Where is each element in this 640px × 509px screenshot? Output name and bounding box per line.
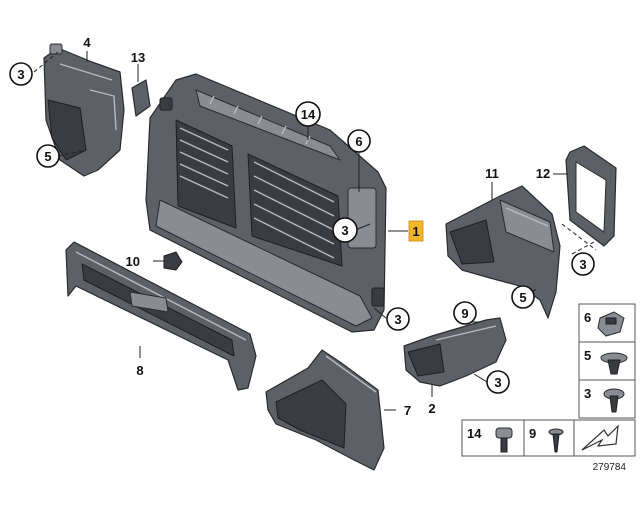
callout-5-left: 5 [36, 144, 60, 168]
callout-12: 12 [536, 166, 550, 181]
part-13-clip [131, 79, 151, 117]
part-10-bracket [163, 251, 183, 271]
callout-13: 13 [131, 50, 145, 65]
svg-text:9: 9 [529, 426, 536, 441]
callout-4: 4 [83, 35, 91, 50]
legend-item-6: 6 [578, 303, 636, 343]
callout-3-side-guide: 3 [486, 370, 510, 394]
legend-item-3: 3 [578, 379, 636, 419]
callout-1-highlighted: 1 [408, 220, 424, 242]
callout-3-right: 3 [571, 252, 595, 276]
direction-arrow-icon [581, 424, 619, 451]
callout-5-right: 5 [511, 285, 535, 309]
diagram-number: 279784 [593, 462, 627, 473]
callout-label: 3 [341, 223, 348, 238]
callout-label: 1 [412, 224, 419, 239]
callout-3-top-left: 3 [9, 62, 33, 86]
svg-text:6: 6 [584, 310, 591, 325]
callout-3-lower-frame: 3 [386, 307, 410, 331]
legend-item-9: 9 [523, 419, 575, 457]
callout-label: 5 [519, 290, 526, 305]
part-7-lower-duct [265, 349, 385, 471]
callout-label: 3 [579, 257, 586, 272]
part-11-right-duct [445, 185, 561, 319]
part-8-cross-member [65, 241, 257, 391]
svg-text:5: 5 [584, 348, 591, 363]
callout-6: 6 [347, 129, 371, 153]
svg-text:3: 3 [584, 386, 591, 401]
callout-label: 5 [44, 149, 51, 164]
callout-14: 14 [295, 101, 321, 127]
callout-label: 6 [355, 134, 362, 149]
part-1-frame [145, 73, 387, 333]
part-2-side-guide [403, 317, 507, 387]
callout-2: 2 [428, 401, 435, 416]
callout-9: 9 [453, 301, 477, 325]
callout-10: 10 [126, 254, 140, 269]
callout-label: 3 [494, 375, 501, 390]
callout-3-frame: 3 [332, 217, 358, 243]
part-4-air-duct [43, 43, 125, 177]
callout-7: 7 [404, 403, 411, 418]
callout-label: 3 [394, 312, 401, 327]
callout-8: 8 [136, 363, 143, 378]
legend-item-14: 14 [461, 419, 525, 457]
svg-text:14: 14 [467, 426, 482, 441]
callout-label: 14 [301, 107, 316, 122]
legend-item-5: 5 [578, 341, 636, 381]
part-12-seal-frame [565, 145, 617, 247]
callout-label: 9 [461, 306, 468, 321]
bolt-icon [495, 427, 513, 439]
callout-label: 3 [17, 67, 24, 82]
legend-item-arrow [573, 419, 636, 457]
callout-11: 11 [485, 166, 499, 181]
